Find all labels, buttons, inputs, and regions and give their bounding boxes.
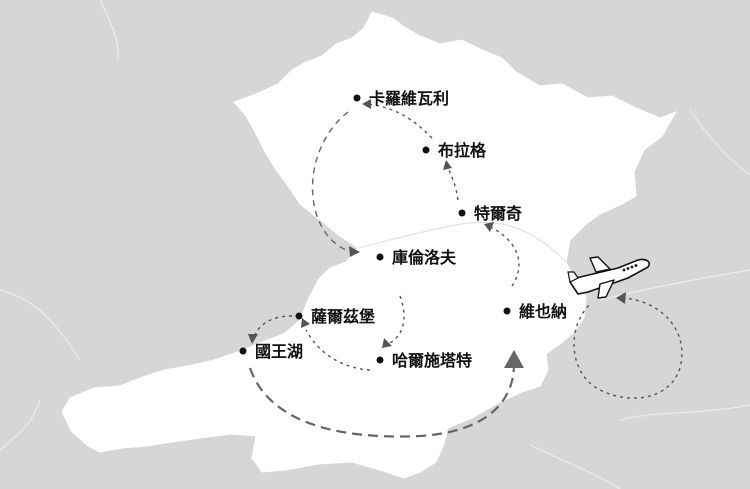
route-vienna-trebic: [487, 225, 520, 287]
city-vienna: 維也納: [503, 302, 567, 321]
arrowhead-to-salzburg: [301, 318, 310, 328]
arrowhead-to-karlovy: [362, 99, 371, 109]
route-krumlov-hallstatt: [387, 295, 405, 345]
arrowhead-plane-loop: [616, 292, 626, 304]
city-dot: [353, 94, 361, 102]
city-label: 維也納: [519, 302, 567, 321]
city-label: 特爾奇: [474, 204, 522, 223]
arrowhead-to-konigssee: [248, 334, 258, 344]
country-border: [357, 221, 567, 263]
city-hallstatt: 哈爾施塔特: [376, 351, 472, 370]
city-dot: [458, 209, 466, 217]
city-label: 國王湖: [255, 342, 303, 361]
arrowhead-to-prague: [443, 160, 452, 170]
city-prague: 布拉格: [422, 141, 487, 160]
city-dot: [422, 146, 430, 154]
city-label: 布拉格: [438, 141, 487, 160]
route-karlovy-krumlov: [311, 111, 349, 251]
city-label: 庫倫洛夫: [392, 248, 457, 267]
city-label: 薩爾茲堡: [311, 307, 375, 326]
route-return: [248, 363, 516, 438]
airplane-icon: [567, 256, 651, 299]
city-dot: [295, 312, 303, 320]
arrowhead-to-vienna: [504, 350, 524, 368]
city-dot: [376, 356, 384, 364]
arrowhead-to-trebic: [484, 222, 494, 232]
city-dot: [239, 347, 247, 355]
city-konigssee: 國王湖: [239, 342, 303, 361]
arrowhead-to-hallstatt: [382, 338, 392, 348]
city-dot: [376, 253, 384, 261]
route-hallstatt-salzburg: [305, 329, 371, 371]
city-label: 卡羅維瓦利: [369, 89, 449, 108]
city-salzburg: 薩爾茲堡: [295, 307, 375, 326]
city-dot: [503, 307, 511, 315]
arrowhead-to-krumlov: [349, 246, 360, 257]
city-krumlov: 庫倫洛夫: [376, 248, 457, 267]
route-arrowheads: [248, 99, 626, 368]
city-karlovy-vary: 卡羅維瓦利: [353, 89, 449, 108]
route-prague-karlovy: [367, 103, 433, 139]
city-trebic: 特爾奇: [458, 204, 522, 223]
city-label: 哈爾施塔特: [392, 351, 472, 370]
route-plane-loop: [573, 297, 683, 399]
